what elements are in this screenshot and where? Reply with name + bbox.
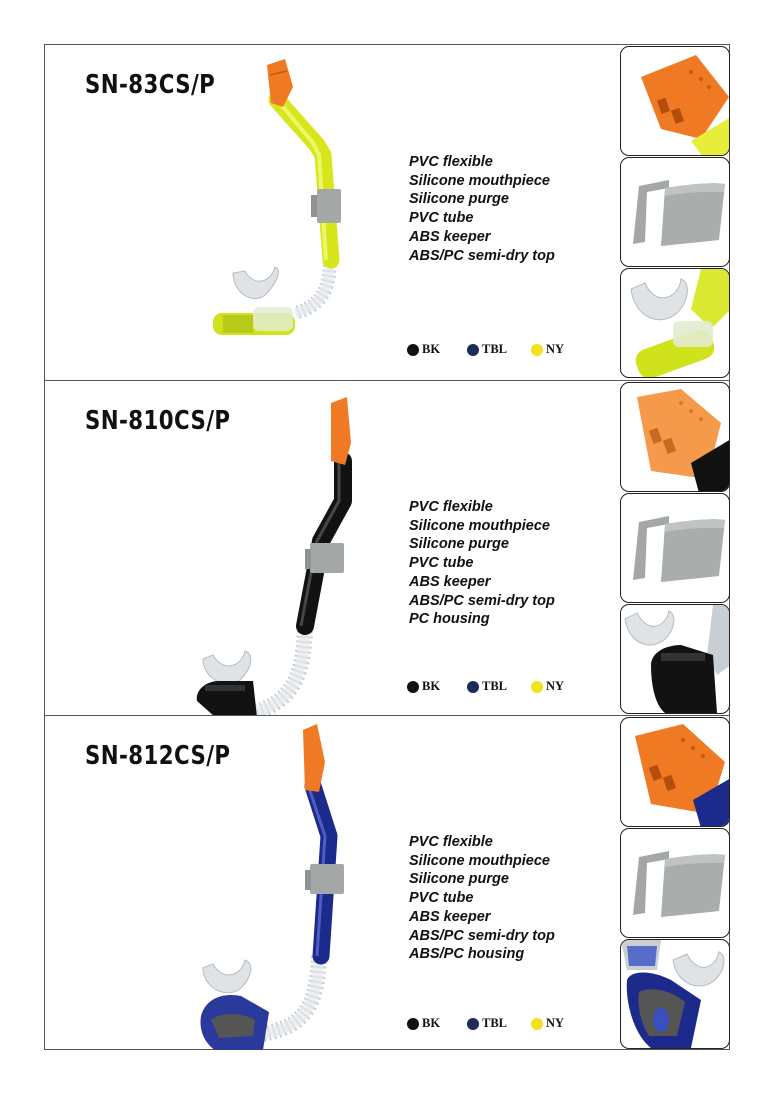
feature-item: Silicone purge [409, 536, 509, 553]
feature-item: ABS/PC semi-dry top [409, 927, 555, 944]
mouthpiece-purge-icon [630, 269, 729, 377]
navy-dot-icon [467, 680, 479, 693]
detail-semi-dry-top [620, 382, 730, 492]
model-number: SN-810CS/P [85, 406, 231, 436]
keeper-clip-icon [633, 851, 725, 917]
color-option-tbl: TBL [467, 342, 507, 357]
feature-item: ABS/PC housing [409, 946, 525, 963]
black-dot-icon [407, 343, 419, 356]
yellow-dot-icon [531, 1017, 543, 1030]
color-option-tbl: TBL [467, 679, 507, 694]
yellow-dot-icon [531, 343, 543, 356]
mouthpiece-housing-icon [621, 940, 725, 1048]
yellow-dot-icon [531, 680, 543, 693]
snorkel-image [196, 397, 352, 716]
feature-item: ABS/PC semi-dry top [409, 592, 555, 609]
snorkel-image [213, 59, 341, 335]
feature-list: PVC flexible Silicone mouthpiece Silicon… [409, 498, 619, 629]
detail-mouthpiece [620, 939, 730, 1049]
color-option-bk: BK [407, 679, 440, 694]
mouthpiece-housing-icon [624, 605, 729, 713]
color-option-ny: NY [531, 1016, 564, 1031]
catalog-page: SN-83CS/P PVC flexible Silicone mouthpie… [44, 44, 730, 1050]
detail-mouthpiece [620, 604, 730, 714]
black-dot-icon [407, 680, 419, 693]
semi-dry-top-icon [641, 55, 729, 155]
detail-keeper [620, 157, 730, 267]
feature-item: PVC flexible [409, 154, 493, 170]
feature-item: Silicone purge [409, 191, 509, 208]
color-option-ny: NY [531, 342, 564, 357]
detail-semi-dry-top [620, 46, 730, 156]
black-dot-icon [407, 1017, 419, 1030]
feature-item: Silicone purge [409, 871, 509, 888]
color-option-ny: NY [531, 679, 564, 694]
detail-keeper [620, 828, 730, 938]
feature-item: ABS keeper [409, 573, 491, 590]
feature-item: Silicone mouthpiece [409, 172, 550, 189]
detail-mouthpiece [620, 268, 730, 378]
feature-item: PVC tube [409, 210, 474, 227]
feature-item: PVC flexible [409, 834, 493, 850]
semi-dry-top-icon [637, 389, 729, 491]
color-option-tbl: TBL [467, 1016, 507, 1031]
feature-list: PVC flexible Silicone mouthpiece Silicon… [409, 153, 619, 265]
feature-item: PVC tube [409, 555, 474, 572]
feature-item: ABS keeper [409, 228, 491, 245]
feature-item: ABS/PC semi-dry top [409, 247, 555, 264]
semi-dry-top-icon [635, 724, 729, 826]
detail-keeper [620, 493, 730, 603]
keeper-clip-icon [633, 180, 725, 246]
product-section-3: SN-812CS/P PVC flexible Silicone mouthpi… [45, 715, 730, 1051]
keeper-clip-icon [633, 516, 725, 582]
navy-dot-icon [467, 343, 479, 356]
navy-dot-icon [467, 1017, 479, 1030]
model-number: SN-812CS/P [85, 741, 231, 771]
feature-item: PC housing [409, 611, 490, 628]
color-option-bk: BK [407, 342, 440, 357]
feature-item: Silicone mouthpiece [409, 517, 550, 534]
feature-item: Silicone mouthpiece [409, 852, 550, 869]
product-section-2: SN-810CS/P PVC flexible Silicone mouthpi… [45, 380, 730, 716]
feature-item: ABS keeper [409, 908, 491, 925]
model-number: SN-83CS/P [85, 70, 216, 100]
color-option-bk: BK [407, 1016, 440, 1031]
product-section-1: SN-83CS/P PVC flexible Silicone mouthpie… [45, 45, 730, 380]
feature-item: PVC flexible [409, 499, 493, 515]
feature-item: PVC tube [409, 890, 474, 907]
detail-semi-dry-top [620, 717, 730, 827]
snorkel-image [200, 724, 344, 1050]
feature-list: PVC flexible Silicone mouthpiece Silicon… [409, 833, 619, 964]
